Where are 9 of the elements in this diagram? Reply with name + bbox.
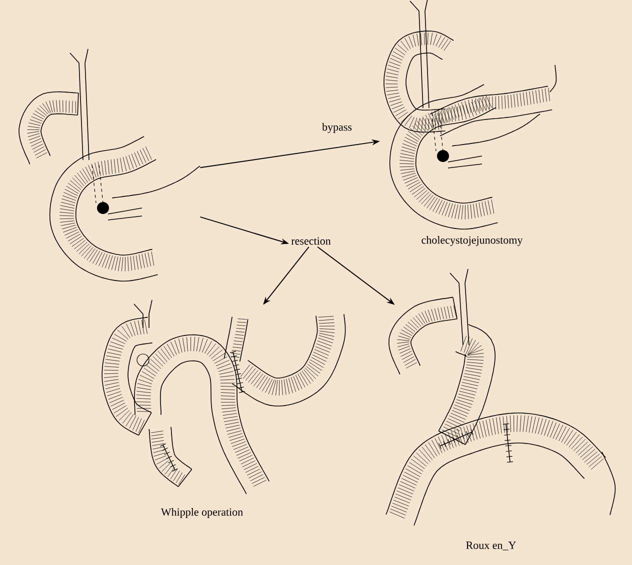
node-label: Roux en_Y (466, 542, 516, 550)
node-label: Whipple operation (160, 508, 243, 518)
anatomy-drawing (386, 268, 616, 526)
anatomy-drawing (102, 300, 346, 494)
node-label: cholecystojejunostomy (422, 236, 523, 246)
step-label: resection (291, 237, 331, 245)
anatomy-drawing (384, 0, 557, 230)
edge-label: bypass (322, 123, 352, 133)
anatomy-drawing (18, 48, 200, 282)
